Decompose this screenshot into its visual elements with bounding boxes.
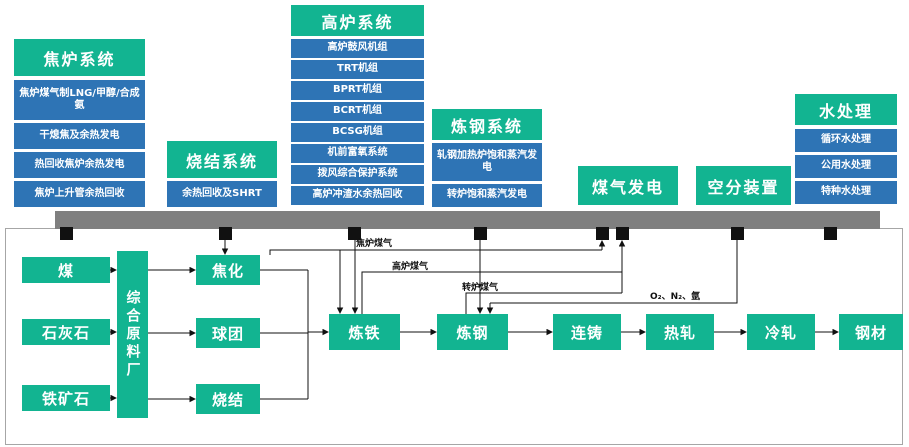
system-title-coke-oven: 焦炉系统 — [14, 39, 145, 76]
process-box-cold-rolling: 冷轧 — [747, 314, 815, 350]
system-item-water-special: 特种水处理 — [795, 181, 897, 204]
bus-node-blast-furnace — [348, 227, 361, 240]
system-title-air-separation: 空分装置 — [696, 166, 791, 205]
bus-node-coke-oven — [60, 227, 73, 240]
system-item-sintering-shrt: 余热回收及SHRT — [167, 181, 277, 207]
system-title-blast-furnace: 高炉系统 — [291, 5, 424, 36]
system-title-water-treatment: 水处理 — [795, 94, 897, 125]
process-box-hot-rolling: 热轧 — [646, 314, 714, 350]
bus-node-gas-power-1 — [596, 227, 609, 240]
process-box-ironmaking: 炼铁 — [329, 314, 400, 350]
process-box-sintering: 烧结 — [196, 384, 260, 414]
process-box-pelletizing: 球团 — [196, 318, 260, 348]
bus-node-air-separation — [731, 227, 744, 240]
system-item-coke-oven-cdq: 干熄焦及余热发电 — [14, 123, 145, 149]
system-item-coke-oven-lng: 焦炉煤气制LNG/甲醇/合成氨 — [14, 80, 145, 120]
system-item-water-circulating: 循环水处理 — [795, 129, 897, 152]
label-blast-furnace-gas: 高炉煤气 — [392, 262, 429, 272]
system-item-water-utility: 公用水处理 — [795, 155, 897, 178]
system-item-bf-bprt: BPRT机组 — [291, 81, 424, 100]
process-box-continuous-casting: 连铸 — [553, 314, 621, 350]
bus-node-sintering — [219, 227, 232, 240]
process-box-iron-ore: 铁矿石 — [22, 385, 110, 411]
label-converter-gas: 转炉煤气 — [462, 283, 499, 293]
system-title-gas-power: 煤气发电 — [578, 166, 678, 205]
process-box-raw-material-plant: 综合原料厂 — [117, 251, 148, 418]
system-item-coke-oven-riser: 焦炉上升管余热回收 — [14, 181, 145, 207]
energy-bus-bar — [55, 211, 880, 229]
system-item-coke-oven-heat-recovery: 热回收焦炉余热发电 — [14, 152, 145, 178]
system-item-bf-oxygen: 机前富氧系统 — [291, 144, 424, 163]
label-air-separation-gases: O₂、N₂、氩 — [650, 292, 701, 302]
process-box-steelmaking: 炼钢 — [437, 314, 508, 350]
system-item-bf-slag-water: 高炉冲渣水余热回收 — [291, 186, 424, 205]
process-box-coking: 焦化 — [196, 255, 260, 285]
process-box-coal: 煤 — [22, 257, 110, 283]
process-box-limestone: 石灰石 — [22, 319, 110, 345]
system-item-steelmaking-converter-steam: 转炉饱和蒸汽发电 — [432, 184, 542, 207]
system-item-bf-protection: 拨风综合保护系统 — [291, 165, 424, 184]
system-item-bf-blower: 高炉鼓风机组 — [291, 39, 424, 58]
system-title-steelmaking: 炼钢系统 — [432, 109, 542, 140]
system-item-steelmaking-reheating: 轧钢加热炉饱和蒸汽发电 — [432, 143, 542, 181]
bus-node-water — [824, 227, 837, 240]
system-item-bf-trt: TRT机组 — [291, 60, 424, 79]
system-item-bf-bcrt: BCRT机组 — [291, 102, 424, 121]
bus-node-steelmaking — [474, 227, 487, 240]
process-box-steel-products: 钢材 — [839, 314, 903, 350]
system-item-bf-bcsg: BCSG机组 — [291, 123, 424, 142]
system-title-sintering: 烧结系统 — [167, 141, 277, 178]
bus-node-gas-power-2 — [616, 227, 629, 240]
label-coke-oven-gas: 焦炉煤气 — [356, 239, 393, 249]
